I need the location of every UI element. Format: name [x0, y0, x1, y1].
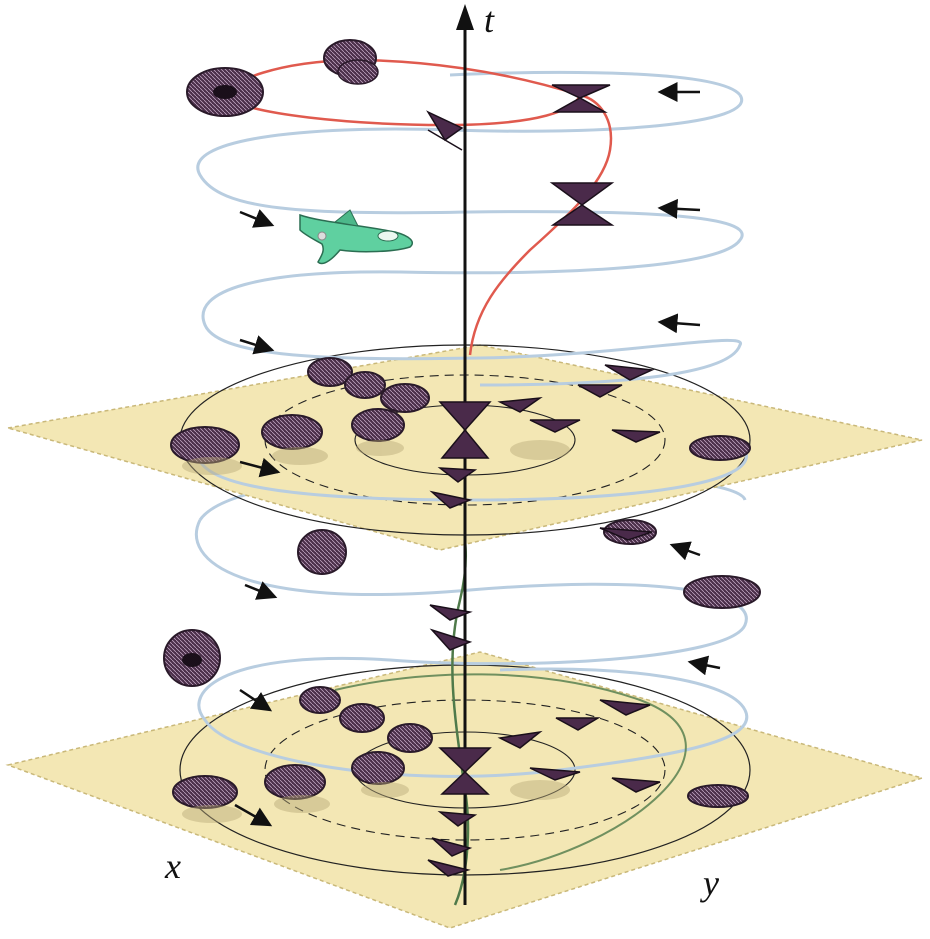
- upper-orbit-arrows: [239, 82, 701, 478]
- light-cone-icon: [426, 84, 661, 877]
- spaceship-icon: [299, 209, 414, 265]
- light-cone-icon: [683, 575, 761, 609]
- light-cone-icon: [323, 39, 379, 85]
- light-cones: [163, 39, 761, 877]
- light-cone-icon: [297, 529, 347, 575]
- light-cone-icon: [172, 686, 749, 809]
- light-cone-icon: [170, 426, 240, 464]
- light-cone-icon: [689, 435, 751, 461]
- light-cone-icon: [163, 629, 221, 687]
- y-axis-label: y: [703, 863, 719, 903]
- time-axis-label: t: [484, 0, 495, 40]
- lower-orbit-arrows: [234, 541, 721, 827]
- light-cone-icon: [307, 357, 430, 442]
- light-cone-icon: [186, 67, 264, 117]
- light-cone-icon: [261, 414, 323, 450]
- x-axis-label: x: [165, 846, 181, 886]
